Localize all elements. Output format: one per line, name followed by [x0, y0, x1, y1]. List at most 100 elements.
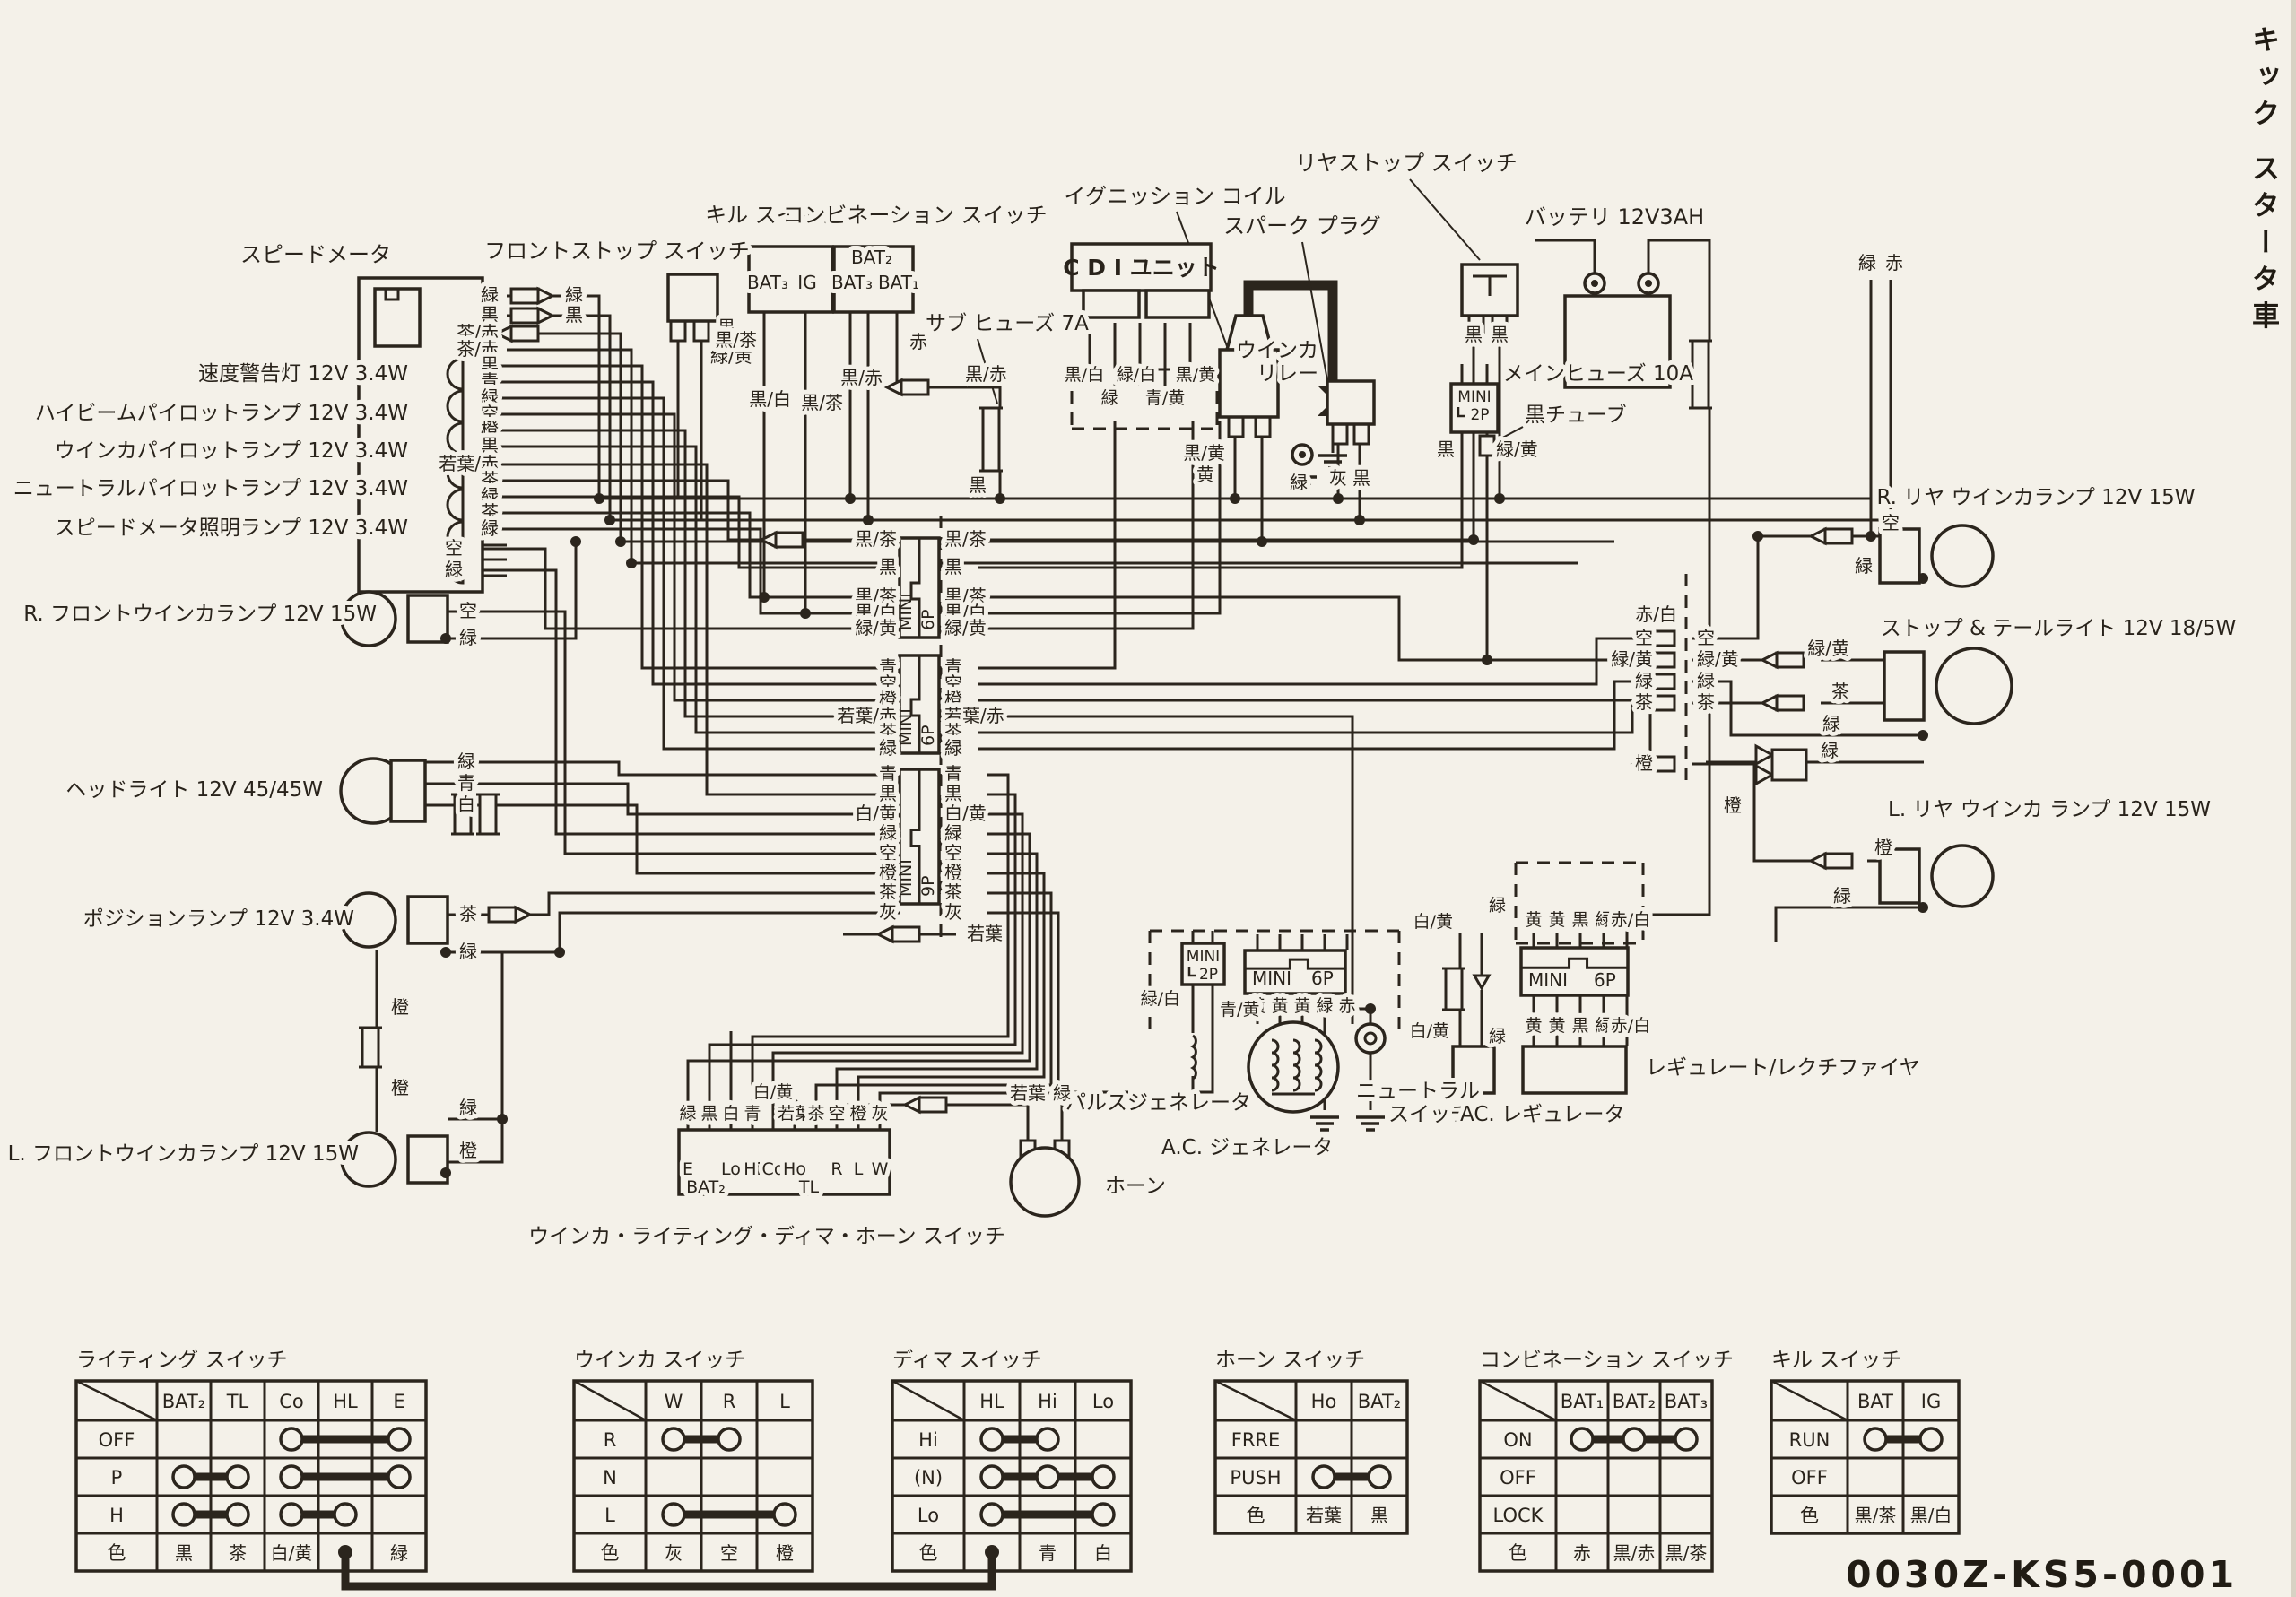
- triple-connector-icon: [1754, 743, 1776, 767]
- lighting-switch-table-row-label: H: [109, 1505, 124, 1526]
- pilot-lamp-icon: [446, 357, 465, 391]
- kill-switch-table-diagonal: [1770, 1379, 1848, 1422]
- winker-relay-body: [1326, 379, 1376, 426]
- fuse-icon: [361, 1026, 380, 1069]
- bullet-connector-icon: [1775, 651, 1805, 669]
- plug-prong: [1331, 422, 1349, 446]
- dimmer-switch-table-color-value: 青: [1039, 1542, 1057, 1564]
- wire-label: 空: [879, 842, 897, 864]
- wire-label: 茶/赤: [457, 338, 499, 360]
- labels-layer: スピードメータフロントストップ スイッチキル スイッチコンビネーション スイッチ…: [4, 146, 2241, 1376]
- battery-box: [1563, 294, 1672, 389]
- wire-label: 黒/白: [749, 388, 791, 410]
- wire-label: 橙: [1874, 837, 1892, 858]
- dimmer-switch-table-link-contact: [1035, 1427, 1060, 1452]
- lighting-switch-table-link-contact: [279, 1427, 304, 1452]
- wire: [1692, 536, 1760, 640]
- dimmer-switch-table-link-contact: [1091, 1502, 1116, 1527]
- generator-coil-icon: [1292, 1038, 1301, 1092]
- document-number: 0030Z-KS5-0001: [1846, 1553, 2239, 1596]
- wire-label: 緑/黄: [855, 617, 897, 638]
- pointer-line: [1301, 241, 1328, 381]
- wire: [978, 421, 1195, 630]
- plug-prong: [692, 319, 710, 343]
- lighting-switch-table-link-contact: [279, 1502, 304, 1527]
- junction-dot: [440, 1167, 451, 1178]
- wire-label: 青/黄: [1145, 388, 1185, 408]
- wire-label: 緑: [1821, 740, 1839, 761]
- junction-dot: [1365, 1003, 1376, 1014]
- kill-switch-table-color-value: 黒/茶: [1855, 1505, 1897, 1526]
- pointer-line: [1409, 178, 1481, 261]
- wire-label: 黒: [565, 304, 583, 325]
- mini-9p-connector-text: 9P: [918, 875, 938, 897]
- wire-label: 茶: [1697, 691, 1715, 713]
- wire-label: 緑: [445, 559, 463, 580]
- wire: [507, 412, 900, 702]
- wire-label: 緑: [679, 1104, 696, 1124]
- bullet-connector-icon: [1823, 852, 1854, 870]
- wire-label: 緑/黄: [944, 617, 987, 638]
- bullet-connector-icon: [493, 324, 513, 343]
- wire-label: 緑: [879, 822, 897, 844]
- wire-label: 緑: [1489, 1027, 1506, 1046]
- combination-switch-table-col-header: BAT₂: [1613, 1391, 1656, 1412]
- wire-label: 緑/黄: [1611, 648, 1653, 670]
- bullet-connector-icon: [1630, 693, 1649, 713]
- winker-switch-table-row-label: R: [604, 1429, 617, 1451]
- bullet-connector-icon: [514, 905, 534, 924]
- wire-label: 緑: [1595, 1016, 1612, 1036]
- wire-label: 黒: [969, 474, 987, 496]
- dimmer-switch-table-row-label: Lo: [918, 1505, 939, 1526]
- wire: [507, 364, 900, 670]
- wire: [1774, 906, 1919, 942]
- junction-dot: [995, 493, 1005, 504]
- junction-dot: [1354, 515, 1365, 525]
- combination-switch-table-diagonal: [1479, 1379, 1557, 1422]
- wire: [507, 495, 900, 569]
- bulb-socket: [1878, 847, 1921, 905]
- page-edge-shadow: [2291, 0, 2296, 1597]
- mini-6p-connector-text: 6P: [918, 725, 938, 746]
- wires-layer: [375, 178, 1924, 1164]
- bulb-icon: [340, 891, 397, 949]
- lighting-switch-table-col-header: BAT₂: [162, 1391, 205, 1412]
- lighting-switch-table-link-contact: [171, 1464, 196, 1489]
- wire-label: TL: [798, 1177, 820, 1197]
- dimmer-switch-table-row-label: (N): [914, 1467, 943, 1489]
- wire-label: 黒: [1437, 438, 1455, 460]
- lighting-switch-table-color-value: 白/黄: [271, 1542, 313, 1564]
- mini-2p-connector-text: MINI: [1457, 388, 1491, 406]
- winker-switch-table-row-label: L: [604, 1505, 615, 1526]
- wire-label: IG: [797, 272, 816, 293]
- combination-switch-table-color-value: 黒/赤: [1613, 1542, 1656, 1564]
- headlight-label: ヘッドライト 12V 45/45W: [65, 778, 323, 802]
- bullet-connector-icon: [774, 531, 804, 549]
- wire-label: 黒/赤: [840, 367, 883, 388]
- bullet-connector-icon: [900, 378, 930, 396]
- winker-switch-table-link-contact: [772, 1502, 797, 1527]
- wire: [686, 832, 1031, 1149]
- lighting-switch-table-link-contact: [171, 1502, 196, 1527]
- mini-6p-connector: [1519, 946, 1630, 997]
- junction-dot: [554, 947, 565, 958]
- junction-dot: [800, 608, 811, 619]
- junction-dot: [570, 536, 581, 547]
- cdi-un-box: [1070, 242, 1213, 292]
- wire-label: 緑: [481, 284, 499, 306]
- winker-switch-table-link-contact: [661, 1427, 686, 1452]
- fuse-icon: [1444, 967, 1464, 1011]
- combination-switch-table-color-value: 赤: [1573, 1542, 1591, 1564]
- wire-label: 緑: [1833, 885, 1851, 907]
- fuse-icon: [478, 793, 498, 836]
- mini-6p-connector-divider: [1245, 958, 1345, 970]
- kill-switch-table-col-header: BAT: [1857, 1391, 1893, 1412]
- pointer-line: [977, 338, 998, 404]
- wire-label: 白: [457, 794, 475, 815]
- bullet-connector-icon: [1759, 693, 1779, 713]
- wire-label: 緑: [459, 941, 477, 962]
- wire-label: 灰: [1329, 467, 1347, 489]
- dimmer-switch-table-link-contact: [1035, 1464, 1060, 1489]
- wire-label: 橙: [944, 862, 962, 883]
